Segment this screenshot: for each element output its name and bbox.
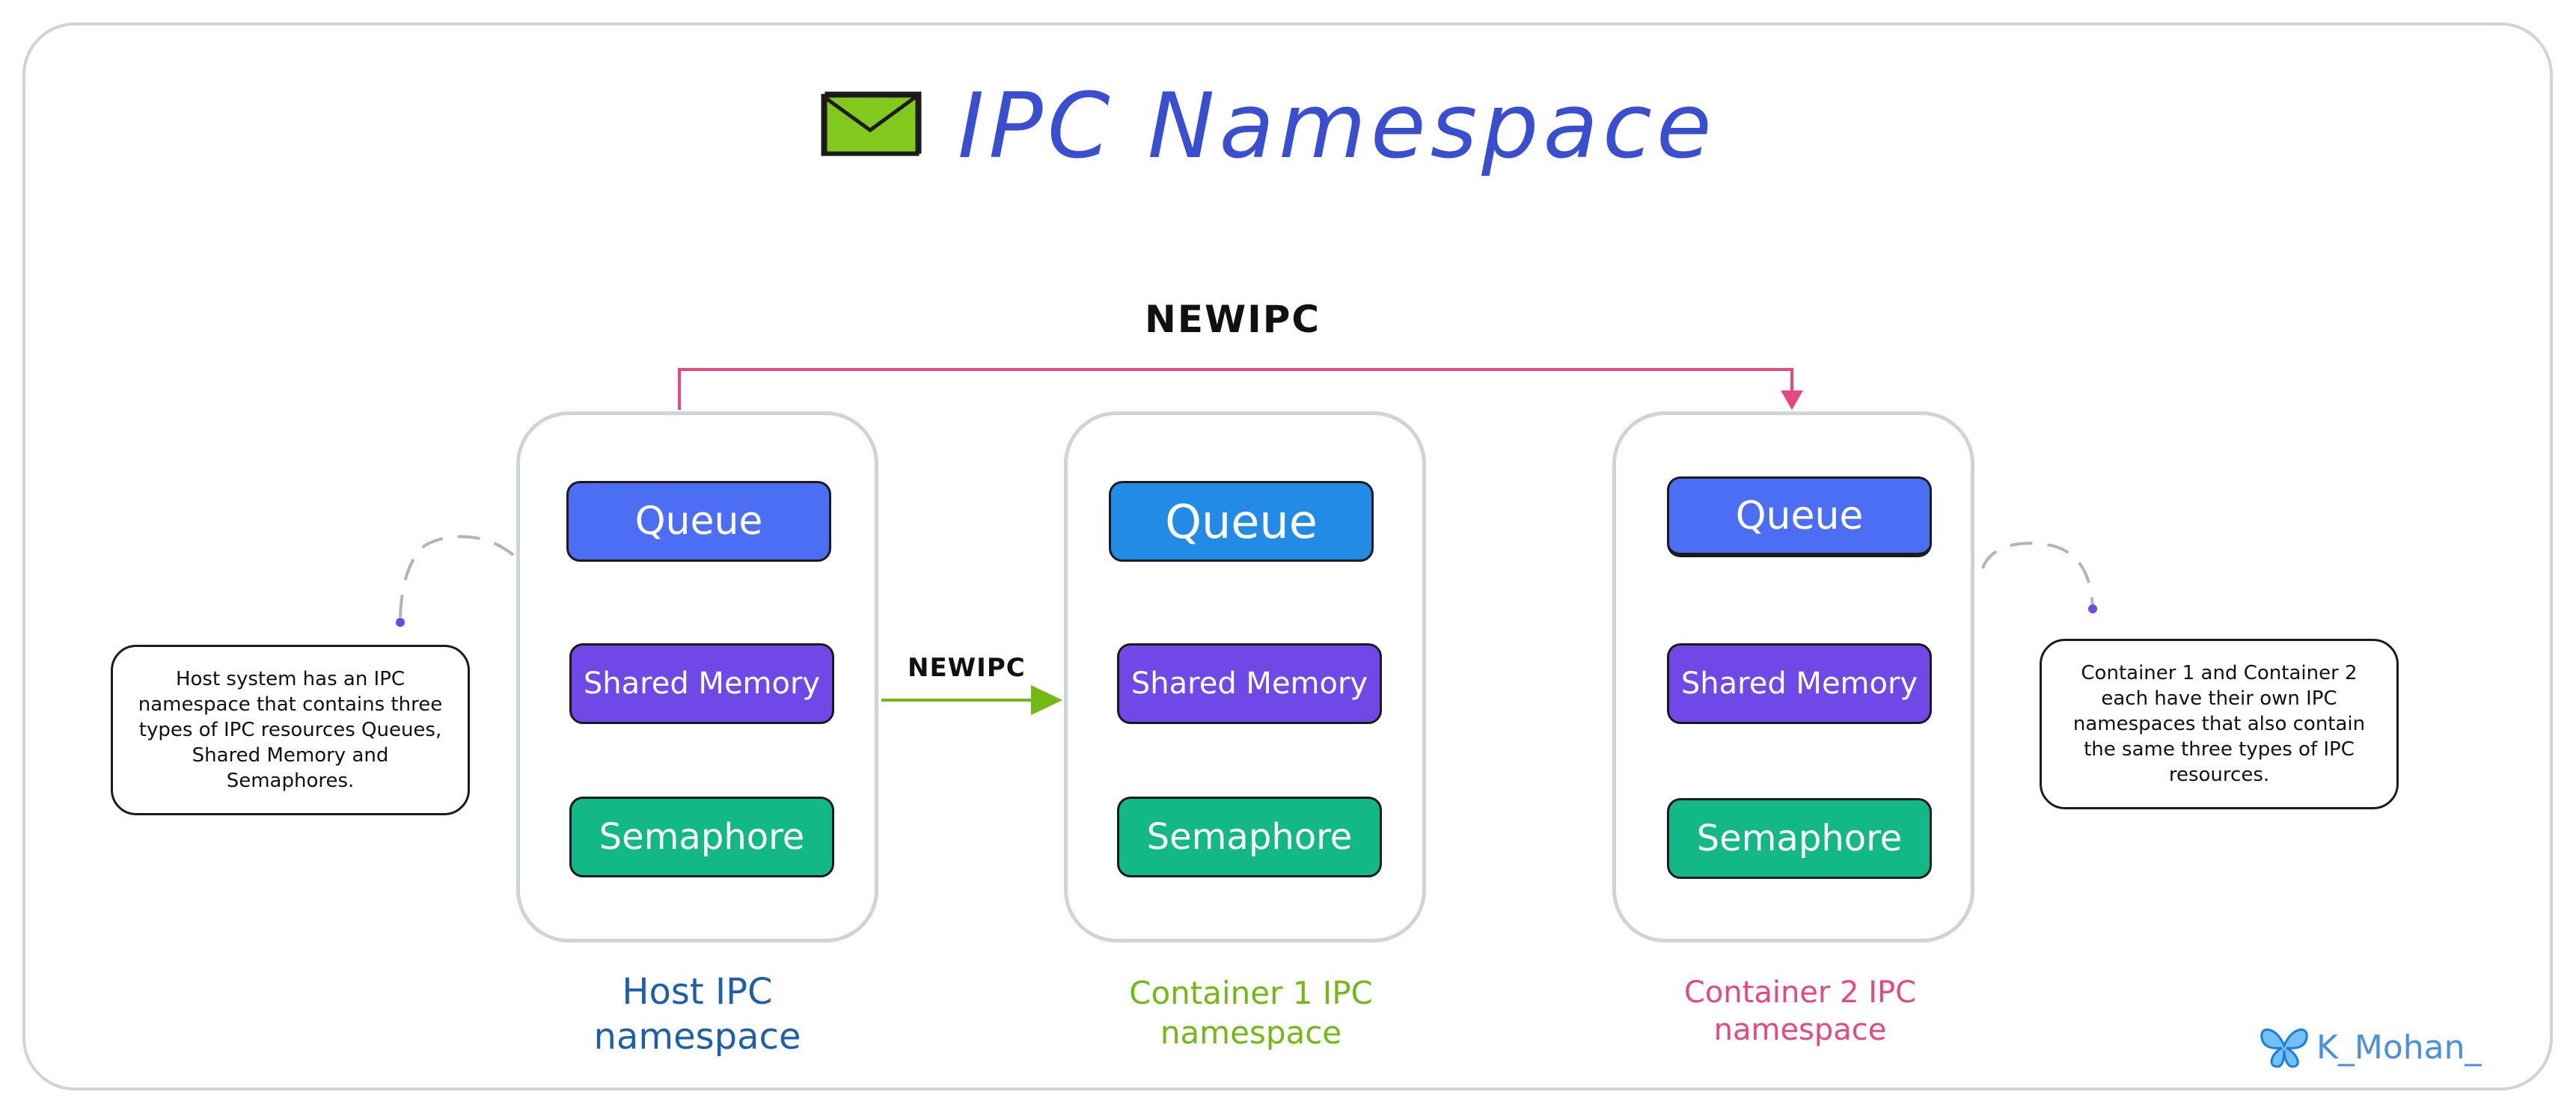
container1-namespace-label-line1: Container 1 IPC [1129,975,1373,1011]
container2-queue: Queue [1667,476,1932,557]
container1-shared-memory: Shared Memory [1117,643,1382,724]
newipc-top-arrow [678,368,1793,410]
butterfly-icon [2260,1028,2308,1068]
newipc-top-arrowhead [1781,390,1803,410]
envelope-icon [821,91,922,156]
newipc-top-label: NEWIPC [1145,298,1321,341]
host-note-leader [399,535,515,622]
newipc-mid-label: NEWIPC [908,653,1026,683]
container1-semaphore: Semaphore [1117,797,1382,877]
container1-namespace-label-line2: namespace [1160,1014,1342,1051]
container2-namespace-label: Container 2 IPC namespace [1576,974,2025,1049]
page-title: IPC Namespace [958,75,1716,179]
host-note: Host system has an IPC namespace that co… [111,645,470,815]
host-note-leader-dot [396,618,405,627]
host-semaphore: Semaphore [569,797,834,877]
container2-namespace-box: Queue Shared Memory Semaphore [1612,411,1974,942]
container2-namespace-label-line1: Container 2 IPC [1683,975,1917,1010]
container2-semaphore: Semaphore [1667,798,1932,879]
author-name: K_Mohan_ [2316,1028,2482,1067]
host-namespace-label-line2: namespace [593,1016,801,1058]
host-queue: Queue [566,481,831,562]
container-note-leader [1981,542,2094,608]
newipc-mid-arrowhead [1031,685,1062,715]
container1-queue: Queue [1109,481,1374,562]
containers-note: Container 1 and Container 2 each have th… [2040,639,2399,809]
host-namespace-box: Queue Shared Memory Semaphore [516,411,878,942]
host-shared-memory: Shared Memory [569,643,834,724]
container2-namespace-label-line2: namespace [1713,1013,1887,1047]
diagram-frame [22,22,2553,1091]
host-namespace-label-line1: Host IPC [622,971,773,1013]
author-signature: K_Mohan_ [2258,1023,2481,1071]
container-note-leader-dot [2088,604,2097,613]
container2-shared-memory: Shared Memory [1667,643,1932,724]
container1-namespace-box: Queue Shared Memory Semaphore [1064,411,1426,942]
container1-namespace-label: Container 1 IPC namespace [1027,974,1475,1052]
host-namespace-label: Host IPC namespace [473,969,922,1059]
